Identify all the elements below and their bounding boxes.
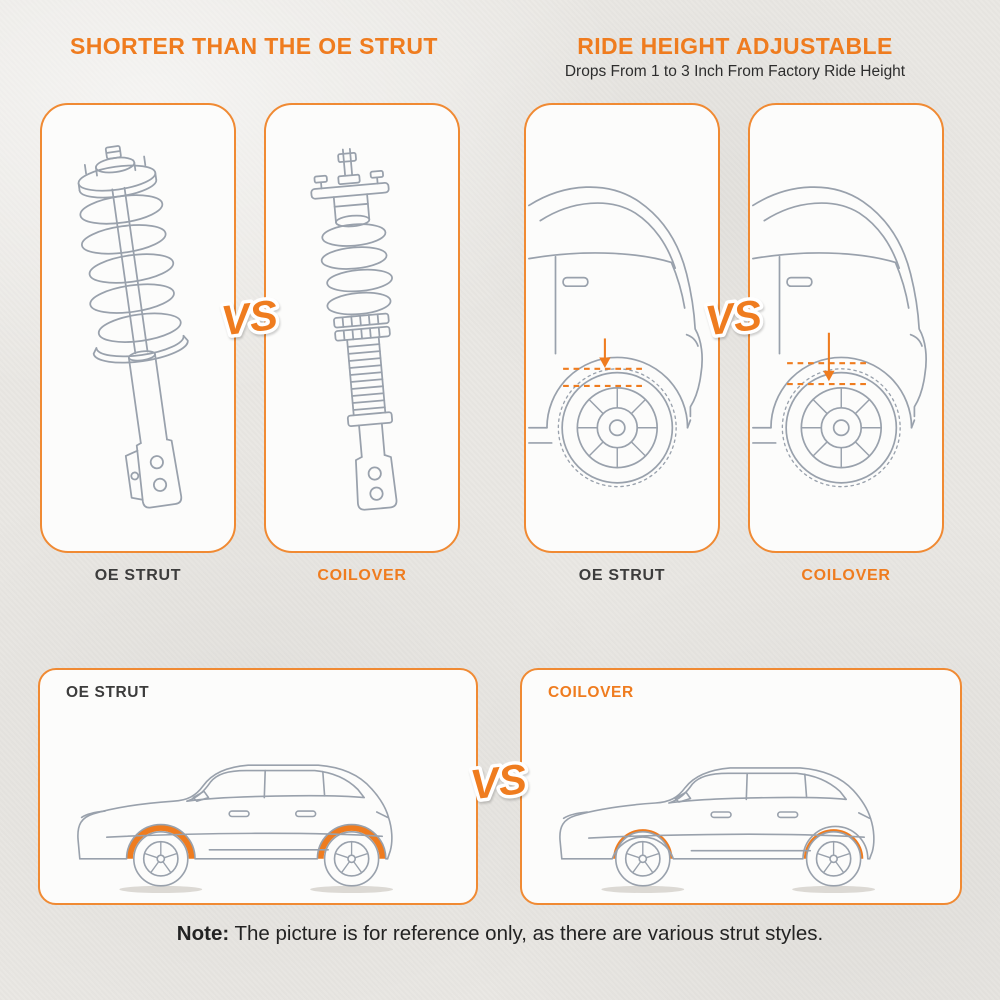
ride-height-coilover-caption: COILOVER [801,567,891,584]
ride-height-oe-caption: OE STRUT [578,567,666,584]
side-view-coilover-label: COILOVER [548,684,634,701]
drop-height-arrow [787,332,871,386]
drop-height-arrow [563,338,647,387]
rear-arch-highlight [317,824,386,859]
ride-height-coilover-panel [748,103,944,553]
oe-strut-panel [40,103,236,553]
side-view-oe-label: OE STRUT [66,684,150,701]
suv-side-stock-illustration [77,764,393,893]
section-title-shorter: SHORTER THAN THE OE STRUT [70,33,438,59]
section-title-ride-height: RIDE HEIGHT ADJUSTABLE [577,33,893,59]
suv-rear-quarter-illustration [527,108,717,548]
coilover-panel [264,103,460,553]
section-subtitle-ride-height: Drops From 1 to 3 Inch From Factory Ride… [564,63,906,80]
note-body: The picture is for reference only, as th… [229,922,824,945]
side-view-coilover-panel: COILOVER [520,668,962,905]
coilover-caption: COILOVER [317,567,407,584]
coilover-illustration [274,118,450,538]
note-prefix: Note: [176,922,230,945]
oe-strut-caption: OE STRUT [94,567,182,584]
front-arch-highlight [126,824,195,859]
ride-height-oe-panel [524,103,720,553]
suv-rear-quarter-lowered-illustration [751,108,941,548]
suv-side-lowered-illustration [559,767,875,893]
oe-strut-illustration [50,118,226,538]
note-line: Note: The picture is for reference only,… [0,922,1000,946]
side-view-oe-panel: OE STRUT [38,668,478,905]
